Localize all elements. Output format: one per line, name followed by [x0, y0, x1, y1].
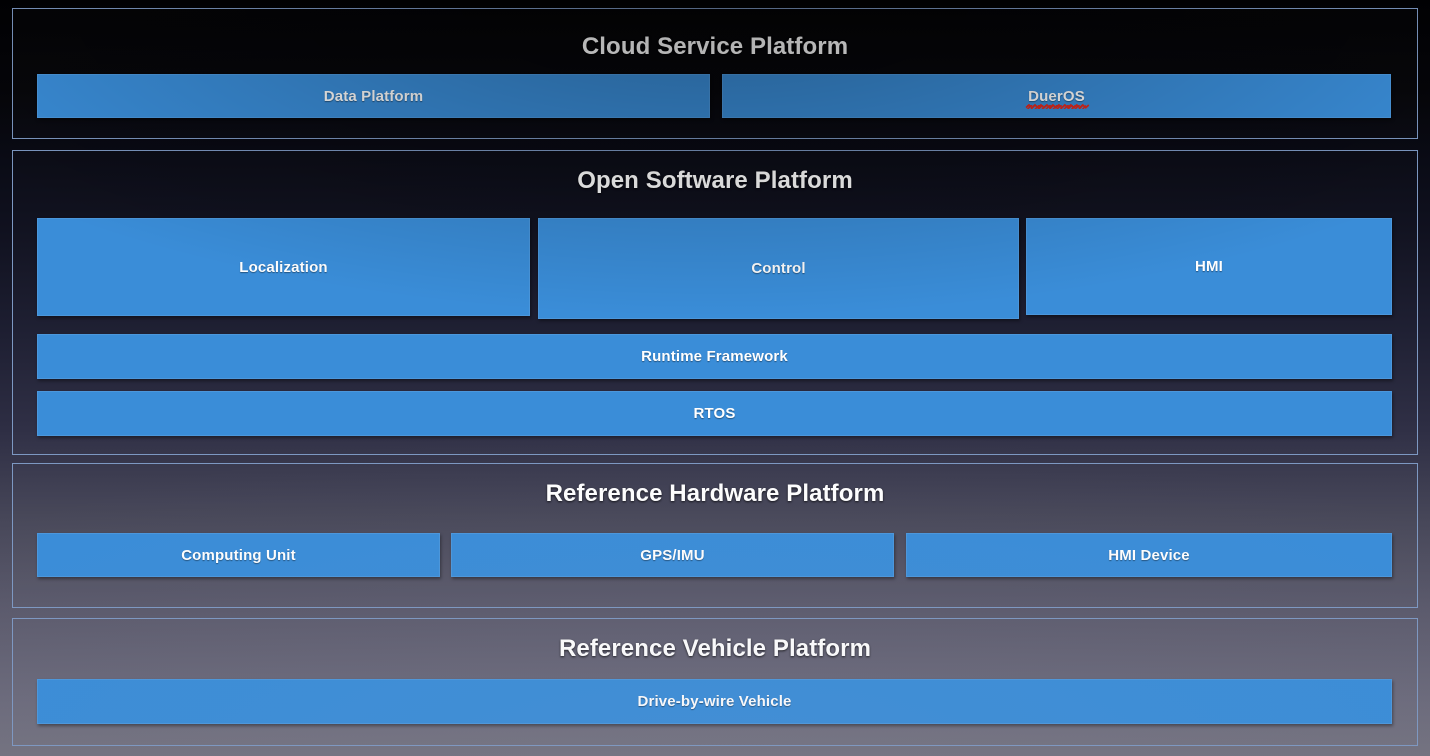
- box-data-platform[interactable]: Data Platform: [37, 74, 710, 118]
- box-dueros[interactable]: DuerOS: [722, 74, 1391, 118]
- box-computing-unit[interactable]: Computing Unit: [37, 533, 440, 577]
- box-label-rtos: RTOS: [693, 405, 736, 422]
- box-localization[interactable]: Localization: [37, 218, 530, 316]
- box-label-dueros: DuerOS: [1025, 88, 1090, 109]
- box-label-localization: Localization: [239, 258, 328, 276]
- box-hmi-device[interactable]: HMI Device: [906, 533, 1392, 577]
- box-hmi[interactable]: HMI: [1026, 218, 1392, 315]
- tier-reference-hardware-platform[interactable]: Reference Hardware Platform Computing Un…: [12, 463, 1418, 608]
- box-drive-by-wire-vehicle[interactable]: Drive-by-wire Vehicle: [37, 679, 1392, 724]
- box-control[interactable]: Control: [538, 218, 1019, 319]
- box-label-computing-unit: Computing Unit: [181, 546, 296, 564]
- box-gps-imu[interactable]: GPS/IMU: [451, 533, 894, 577]
- box-label-drive-by-wire-vehicle: Drive-by-wire Vehicle: [637, 693, 792, 710]
- box-runtime-framework[interactable]: Runtime Framework: [37, 334, 1392, 379]
- tier-open-software-platform[interactable]: Open Software Platform Localization Cont…: [12, 150, 1418, 455]
- box-label-hmi-device: HMI Device: [1108, 546, 1190, 564]
- spellcheck-squiggle-icon: [1025, 103, 1090, 109]
- box-label-hmi: HMI: [1195, 258, 1223, 275]
- tier-title-reference-vehicle-platform: Reference Vehicle Platform: [558, 635, 872, 662]
- tier-cloud-service-platform[interactable]: Cloud Service Platform Data Platform Due…: [12, 8, 1418, 139]
- tier-title-reference-hardware-platform: Reference Hardware Platform: [545, 480, 885, 507]
- box-label-control: Control: [751, 260, 806, 277]
- box-label-gps-imu: GPS/IMU: [640, 546, 705, 564]
- box-label-data-platform: Data Platform: [323, 87, 424, 105]
- box-label-runtime-framework: Runtime Framework: [641, 348, 788, 365]
- tier-title-cloud-service-platform: Cloud Service Platform: [581, 33, 849, 60]
- tier-reference-vehicle-platform[interactable]: Reference Vehicle Platform Drive-by-wire…: [12, 618, 1418, 746]
- tier-title-open-software-platform: Open Software Platform: [577, 167, 853, 194]
- box-rtos[interactable]: RTOS: [37, 391, 1392, 436]
